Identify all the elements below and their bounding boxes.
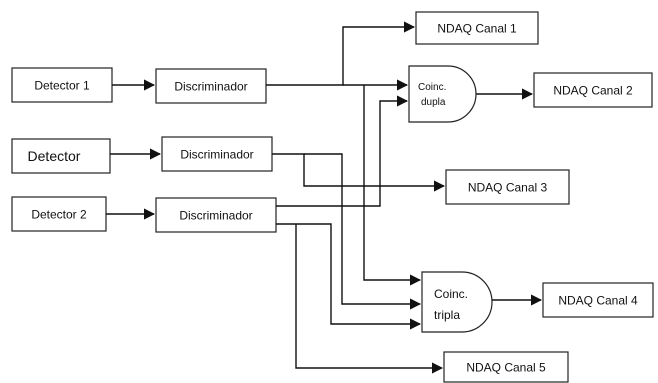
detector-1-block: Detector 1	[11, 67, 113, 103]
detector-block: Detector	[11, 138, 111, 174]
discriminador-mid-label: Discriminador	[180, 148, 253, 162]
detector-label: Detector	[28, 148, 81, 164]
coinc-tripla-gate: Coinc. tripla	[421, 271, 493, 333]
discriminador-2-block: Discriminador	[155, 197, 277, 233]
wire-disc-mid-ndaq3	[272, 153, 446, 192]
ndaq-canal-3-label: NDAQ Canal 3	[468, 181, 548, 195]
ndaq-canal-1-block: NDAQ Canal 1	[415, 11, 539, 45]
wire-disc2-tripla	[276, 223, 422, 330]
coinc-tripla-label-2: tripla	[434, 308, 460, 322]
detector-1-label: Detector 1	[34, 79, 90, 93]
detector-2-label: Detector 2	[31, 208, 87, 222]
coinc-dupla-gate: Coinc. dupla	[408, 65, 477, 123]
discriminador-2-label: Discriminador	[179, 209, 252, 223]
discriminador-1-label: Discriminador	[174, 80, 247, 94]
coinc-tripla-label-1: Coinc.	[434, 287, 468, 301]
ndaq-canal-2-block: NDAQ Canal 2	[533, 72, 653, 108]
wire-disc-mid-tripla	[304, 153, 422, 310]
detector-2-block: Detector 2	[11, 196, 107, 232]
discriminador-1-block: Discriminador	[155, 68, 267, 104]
wire-disc1-ndaq1	[266, 21, 416, 86]
ndaq-canal-4-label: NDAQ Canal 4	[558, 294, 638, 308]
wire-disc1-tripla	[363, 85, 422, 286]
ndaq-canal-1-label: NDAQ Canal 1	[437, 22, 517, 36]
ndaq-canal-5-label: NDAQ Canal 5	[466, 361, 546, 375]
coinc-dupla-label-1: Coinc.	[418, 82, 446, 93]
wire-disc2-ndaq5	[295, 224, 444, 374]
ndaq-canal-3-block: NDAQ Canal 3	[445, 169, 570, 205]
wire-disc2-dupla	[276, 95, 409, 207]
ndaq-canal-4-block: NDAQ Canal 4	[542, 282, 654, 318]
ndaq-canal-5-block: NDAQ Canal 5	[443, 351, 569, 383]
ndaq-canal-2-label: NDAQ Canal 2	[553, 84, 633, 98]
coinc-dupla-label-2: dupla	[421, 97, 446, 108]
discriminador-mid-block: Discriminador	[161, 136, 273, 172]
